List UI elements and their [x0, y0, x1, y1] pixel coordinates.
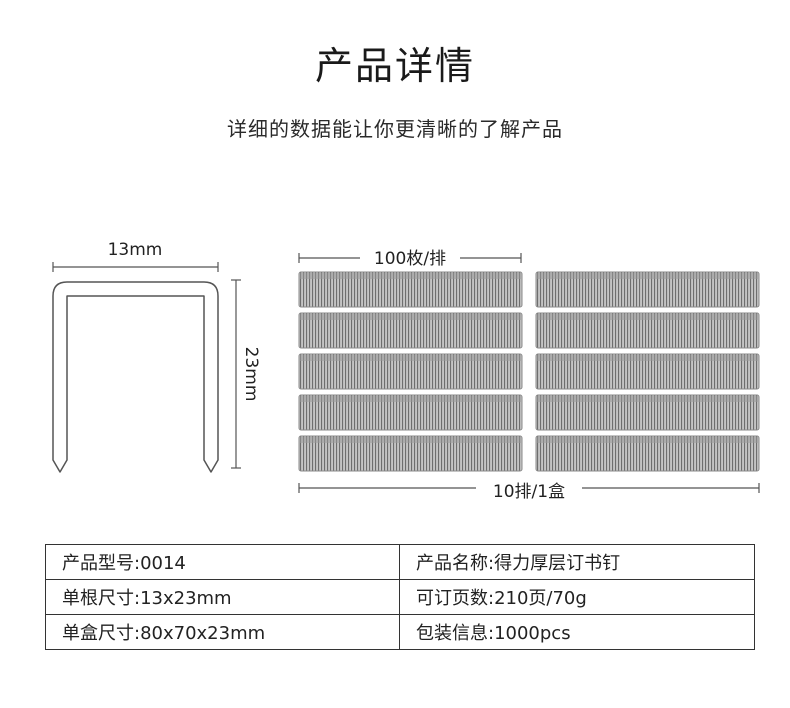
table-row: 产品型号:0014 产品名称:得力厚层订书钉 [45, 544, 755, 580]
staple-strips [298, 271, 760, 472]
row-count-label: 100枚/排 [374, 249, 446, 269]
height-label: 23mm [241, 347, 261, 402]
row-count-dimension: 100枚/排 [298, 249, 522, 269]
spec-model: 产品型号:0014 [45, 544, 400, 580]
table-row: 单盒尺寸:80x70x23mm 包装信息:1000pcs [45, 614, 755, 650]
spec-packaging: 包装信息:1000pcs [399, 614, 755, 650]
staple-strip [535, 394, 760, 431]
height-dimension: 23mm [231, 279, 261, 469]
spec-page-capacity: 可订页数:210页/70g [399, 579, 755, 615]
box-count-label: 10排/1盒 [493, 482, 565, 502]
spec-box-size: 单盒尺寸:80x70x23mm [45, 614, 400, 650]
staple-diagram: 13mm 23mm 100枚/排 10排/1盒 [52, 240, 760, 502]
spec-table: 产品型号:0014 产品名称:得力厚层订书钉 单根尺寸:13x23mm 可订页数… [45, 544, 755, 650]
staple-strip [535, 435, 760, 472]
width-dimension: 13mm [52, 240, 219, 272]
staple-strip [298, 353, 523, 390]
staple-strip [535, 353, 760, 390]
width-label: 13mm [108, 240, 163, 260]
spec-unit-size: 单根尺寸:13x23mm [45, 579, 400, 615]
spec-product-name: 产品名称:得力厚层订书钉 [399, 544, 755, 580]
staple-strip [298, 435, 523, 472]
page-subtitle: 详细的数据能让你更清晰的了解产品 [227, 117, 563, 141]
staple-strip [298, 394, 523, 431]
table-row: 单根尺寸:13x23mm 可订页数:210页/70g [45, 579, 755, 615]
staple-strip [298, 271, 523, 308]
page-title: 产品详情 [314, 44, 475, 88]
staple-shape [52, 281, 219, 473]
staple-strip [535, 271, 760, 308]
staple-strip [535, 312, 760, 349]
staple-strip [298, 312, 523, 349]
box-count-dimension: 10排/1盒 [298, 482, 760, 502]
